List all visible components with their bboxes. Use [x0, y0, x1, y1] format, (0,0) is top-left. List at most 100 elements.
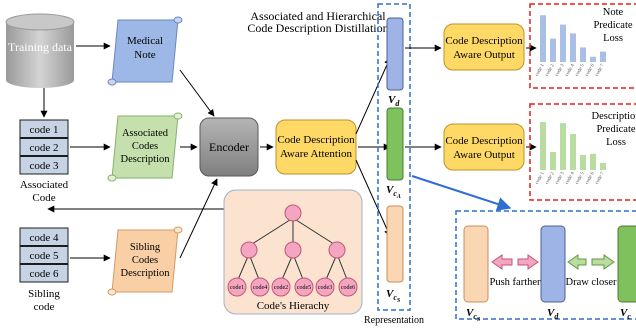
inset-vd-label: V [547, 307, 556, 319]
svg-text:VcS: VcS [466, 307, 481, 323]
svg-text:Vd: Vd [547, 307, 559, 321]
mid-node-2 [284, 241, 302, 259]
leaf-label-1: code1 [230, 285, 244, 291]
inset-vd-bar [540, 225, 566, 303]
vcs-label: V [386, 288, 395, 300]
sibling-desc-line1: Sibling [130, 242, 161, 253]
vca-label: V [386, 184, 395, 196]
tick-note-5: code 5 [575, 63, 586, 77]
vcs-sub: c [393, 293, 397, 302]
leaf-node-2 [250, 277, 270, 297]
associated-code-3: code 3 [29, 160, 59, 172]
svg-text:VcS: VcS [386, 288, 401, 304]
tick-desc-5: code 5 [575, 171, 586, 185]
leaf-label-4: code5 [297, 285, 311, 291]
vd-label: V [388, 94, 397, 106]
output-bottom-block: Code Description Aware Output [443, 123, 525, 171]
bar-desc-4 [570, 134, 576, 170]
leaf-node-3 [271, 277, 291, 297]
bar-note-7 [600, 51, 606, 62]
associated-desc-line3: Description [121, 154, 171, 165]
arrow-sibling-to-encoder [179, 178, 218, 259]
bar-desc-5 [580, 155, 586, 170]
vca-subsub: A [396, 194, 401, 200]
bar-desc-3 [560, 123, 566, 170]
arrow-to-inset [411, 175, 512, 211]
contrastive-inset [455, 210, 636, 320]
title-line2: Code Description Distillation [247, 21, 388, 35]
bar-note-3 [560, 24, 566, 63]
associated-desc-scroll: Associated Codes Description [107, 112, 183, 182]
leaf-label-6: code6 [341, 285, 355, 291]
bar-note-4 [570, 33, 576, 62]
vca-sub: c [393, 189, 397, 198]
note-loss-box [529, 3, 636, 89]
tick-desc-7: code 7 [595, 171, 606, 185]
vd-sub: d [395, 99, 400, 108]
output-bottom-line1: Code Description [445, 135, 523, 147]
leaf-node-6 [338, 277, 358, 297]
tick-note-1: code 1 [535, 63, 546, 77]
vector-vcs: VcS [386, 205, 404, 304]
vector-vca: VcA [386, 107, 404, 200]
inset-vd-sub: d [554, 312, 559, 321]
associated-code-2: code 2 [29, 142, 58, 154]
bar-note-1 [540, 15, 546, 62]
sibling-code-stack: code 4 code 5 code 6 [19, 227, 69, 283]
svg-text:Vd: Vd [388, 94, 400, 108]
note-loss-line1: Note [603, 7, 624, 18]
associated-code-stack: code 1 code 2 code 3 [19, 119, 69, 175]
attention-line2: Aware Attention [280, 148, 352, 160]
svg-text:VcA: VcA [386, 184, 401, 200]
sibling-code-5: code 5 [29, 250, 59, 262]
bar-note-6 [590, 56, 596, 62]
desc-loss-line1: Description [592, 111, 636, 122]
note-loss-line2: Predicate [593, 20, 632, 31]
training-data-cylinder: Training data [5, 13, 75, 88]
title-line1: Associated and Hierarchical [250, 9, 386, 23]
medical-note-line1: Medical [127, 35, 163, 47]
root-node [284, 204, 302, 222]
svg-text:Vc: Vc [620, 307, 631, 321]
associated-desc-line1: Associated [122, 128, 169, 139]
attention-line1: Code Description [277, 134, 355, 146]
sibling-desc-line2: Codes [132, 255, 158, 266]
tick-note-3: code 3 [555, 63, 566, 77]
sibling-desc-line3: Description [121, 268, 171, 279]
draw-closer-label: Draw closer [565, 277, 617, 288]
inset-vcs-label: V [466, 307, 475, 319]
bar-desc-6 [590, 153, 596, 170]
associated-desc-line2: Codes [132, 141, 158, 152]
push-arrow-right [517, 254, 539, 270]
note-loss-line3: Loss [603, 33, 623, 44]
bar-desc-7 [600, 162, 606, 170]
sibling-code-4: code 4 [29, 232, 59, 244]
inset-vcs-subsub: S [477, 317, 481, 323]
bar-desc-2 [550, 152, 556, 170]
leaf-node-4 [294, 277, 314, 297]
mid-node-1 [240, 241, 258, 259]
associated-label-line1: Associated [20, 179, 69, 191]
push-farther-label: Push farther [489, 277, 541, 288]
associated-code-1: code 1 [29, 124, 58, 136]
tick-note-4: code 4 [565, 63, 576, 77]
tick-desc-1: code 1 [535, 171, 546, 185]
draw-arrow-right [591, 254, 615, 270]
mid-node-3 [328, 241, 346, 259]
attention-block: Code Description Aware Attention [275, 119, 357, 175]
arrow-attention-to-vcs [355, 159, 391, 237]
tick-note-2: code 2 [545, 63, 556, 77]
output-top-line2: Aware Output [453, 49, 515, 61]
leaf-label-3: code2 [274, 285, 288, 291]
tick-desc-4: code 4 [565, 171, 576, 185]
medical-note-scroll: Medical Note [107, 16, 183, 86]
inset-vcs-sub: c [473, 312, 477, 321]
tick-note-6: code 6 [585, 63, 596, 77]
output-top-block: Code Description Aware Output [443, 23, 525, 71]
leaf-label-5: code3 [318, 285, 332, 291]
arrow-attention-to-vd [355, 57, 391, 135]
inset-vc-label: V [620, 307, 629, 319]
